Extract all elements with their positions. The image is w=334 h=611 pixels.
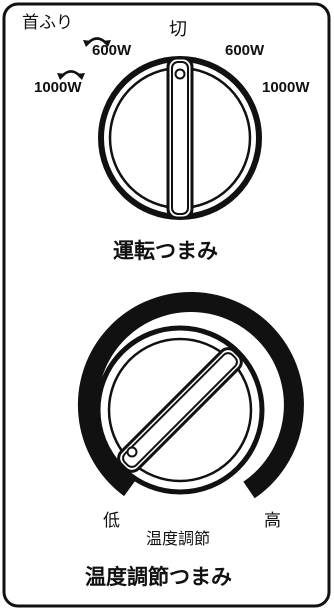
operation-knob[interactable] [98,56,262,220]
swing-arrow-icon-left [57,70,85,80]
power-1000w-right-label: 1000W [262,79,310,96]
temperature-high-label: 高 [264,511,281,531]
off-label: 切 [169,19,187,40]
temperature-scale-label: 温度調節 [146,529,211,548]
power-600w-right-label: 600W [225,42,265,59]
operation-knob-grip[interactable] [166,56,194,220]
temperature-knob-grip[interactable] [115,345,245,475]
temperature-knob[interactable] [95,325,265,495]
mode-swing-label: 首ふり [22,13,73,33]
temperature-knob-title: 温度調節つまみ [85,565,232,589]
swing-arrow-icon-right [83,37,111,47]
power-600w-left-label: 600W [92,42,132,59]
temperature-low-label: 低 [103,511,120,531]
power-1000w-left-label: 1000W [34,79,82,96]
operation-knob-title: 運転つまみ [113,239,218,263]
temperature-knob-indicator [126,446,138,458]
operation-knob-indicator [174,68,186,80]
temperature-scale-arc [77,291,304,499]
